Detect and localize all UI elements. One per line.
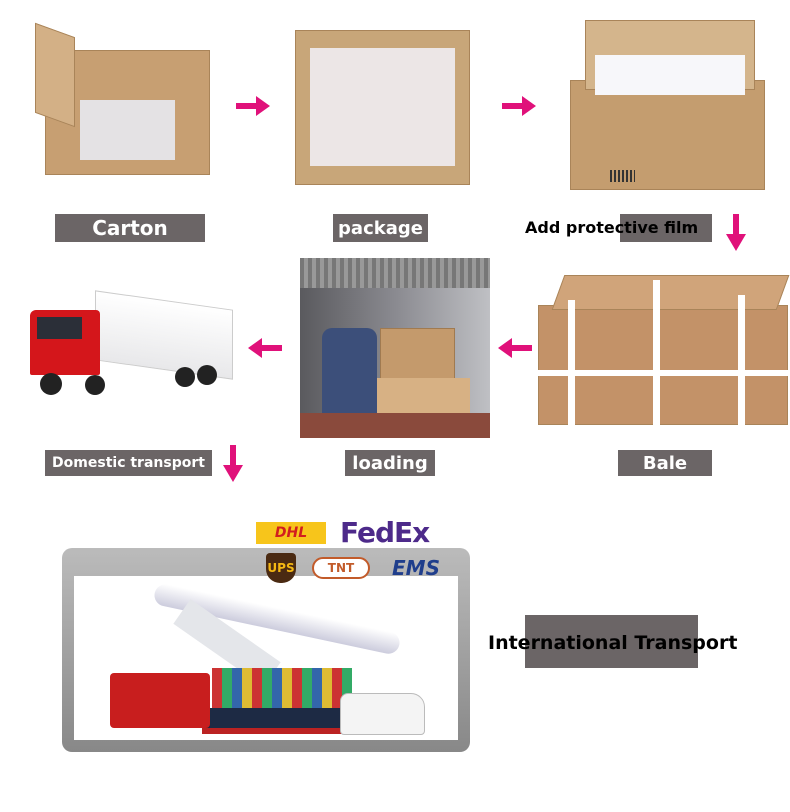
arrow-down-icon <box>726 214 746 251</box>
ups-logo: UPS <box>266 553 296 583</box>
arrow-left-icon <box>248 338 282 358</box>
film-box-image <box>570 20 765 190</box>
truck-image <box>25 290 235 400</box>
loading-label: loading <box>345 450 435 476</box>
domestic-transport-label: Domestic transport <box>45 450 212 476</box>
international-transport-label: International Transport <box>488 632 738 654</box>
international-label-bg <box>525 615 698 668</box>
film-label-bg <box>620 214 712 242</box>
carton-image <box>35 22 220 180</box>
fedex-logo: FedEx <box>340 516 430 549</box>
carton-label: Carton <box>55 214 205 242</box>
package-label: package <box>333 214 428 242</box>
international-transport-image <box>62 548 470 752</box>
arrow-right-icon <box>502 96 536 116</box>
loading-image <box>300 258 490 438</box>
tnt-logo: TNT <box>312 557 370 579</box>
dhl-logo: DHL <box>256 522 326 544</box>
bale-label: Bale <box>618 450 712 476</box>
arrow-left-icon <box>498 338 532 358</box>
arrow-down-icon <box>223 445 243 482</box>
ems-logo: EMS <box>392 556 440 580</box>
bale-image <box>538 275 790 425</box>
protective-film-label: Add protective film <box>525 218 699 237</box>
package-image <box>295 30 470 185</box>
arrow-right-icon <box>236 96 270 116</box>
